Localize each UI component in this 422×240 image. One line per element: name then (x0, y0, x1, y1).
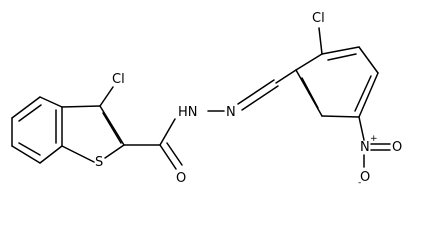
thiophene-ring (61, 105, 125, 163)
ch-ring-bond (275, 69, 297, 84)
benzene-ring-left (11, 96, 63, 164)
carbonyl-double-bond (159, 142, 183, 170)
carbonyl-nh-bond (159, 118, 176, 146)
nitro-nitrogen-charge: + (370, 134, 378, 144)
c3-cl-bond (99, 86, 114, 107)
nitro-oxygen-bottom: O (360, 170, 370, 185)
ring-nitro-bond (358, 116, 365, 141)
nitro-double-bond (370, 143, 391, 151)
chlorine-atom-left: Cl (112, 72, 125, 87)
imine-nitrogen-atom: N (226, 105, 236, 120)
nitro-oxygen-charge: - (358, 178, 361, 188)
nh-atom: HN (178, 105, 198, 120)
sulfur-atom: S (95, 155, 103, 170)
chemical-structure-diagram: Cl Cl HN N O S N + O O - (11, 11, 402, 188)
benzene-ring-right (295, 46, 379, 118)
carbonyl-oxygen-atom: O (176, 171, 186, 186)
ring-cl-bond (318, 27, 323, 55)
nitro-nitrogen-atom: N (360, 140, 370, 155)
nitro-oxygen-right: O (392, 140, 402, 155)
chlorine-atom-top-right: Cl (312, 11, 325, 26)
imine-double-bond (237, 79, 279, 111)
